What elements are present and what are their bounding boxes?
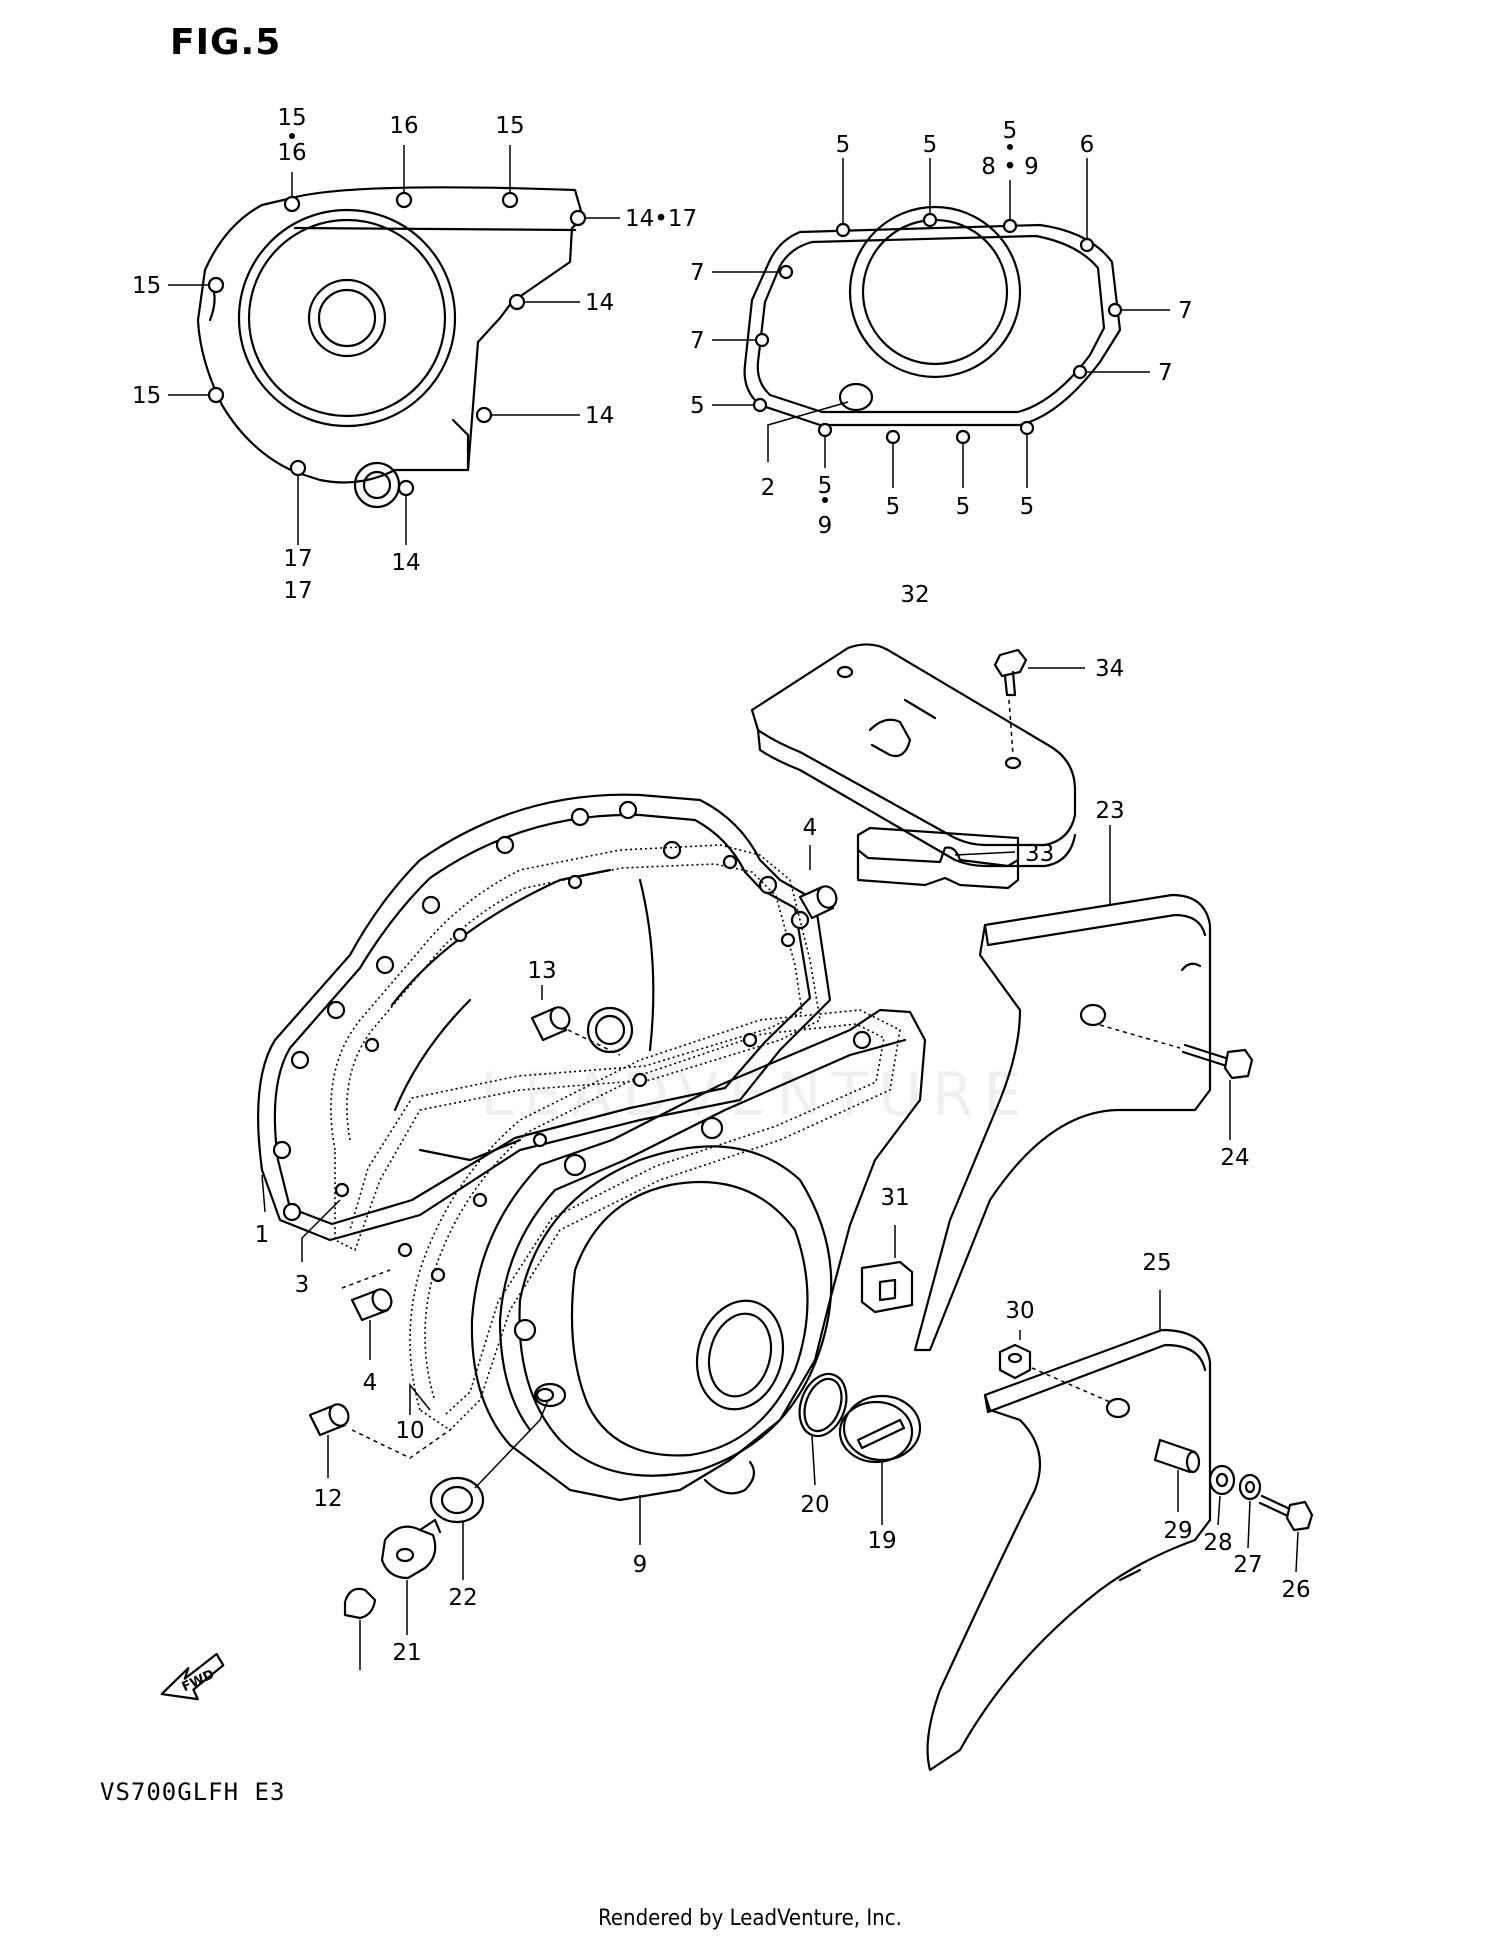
fwd-arrow-icon: FWD: [160, 1652, 225, 1701]
grommet-29: [998, 1330, 1111, 1403]
callout: 8 • 9: [981, 154, 1038, 180]
spacer-28: [1153, 1438, 1201, 1512]
callout: 27: [1233, 1552, 1262, 1578]
callout: 15: [495, 113, 524, 139]
callout: 5: [1020, 494, 1035, 520]
callout: 32: [900, 582, 929, 608]
callout: 19: [867, 1528, 896, 1554]
callout: 26: [1281, 1577, 1310, 1603]
dowel-pin-4-upper: [798, 845, 838, 920]
callout: 15: [132, 273, 161, 299]
callout: 24: [1220, 1145, 1249, 1171]
clutch-cover-bolt-layout: [712, 144, 1170, 503]
callout: 17: [283, 578, 312, 604]
callout: 22: [448, 1585, 477, 1611]
callout: 16: [389, 113, 418, 139]
model-code: VS700GLFH E3: [100, 1778, 286, 1806]
callout: 14•17: [625, 206, 697, 232]
grommet-30: [860, 1225, 914, 1314]
callout: 13: [527, 958, 556, 984]
callout: 33: [1025, 841, 1054, 867]
frame-cover-22: [913, 825, 1212, 1352]
callout: 4: [803, 815, 818, 841]
plug-34: [343, 1587, 377, 1670]
screw-33: [993, 648, 1085, 756]
figure-title: FIG.5: [170, 22, 282, 63]
callout: 7: [690, 328, 705, 354]
callout: 9: [818, 513, 833, 539]
callout: 29: [1163, 1518, 1192, 1544]
frame-cover-31: [750, 643, 1077, 868]
callout: 20: [800, 1492, 829, 1518]
washer-26: [1238, 1473, 1262, 1549]
callout: 14: [391, 550, 420, 576]
plug-cap-18: [838, 1394, 922, 1525]
callout: 5: [956, 494, 971, 520]
callout: 6: [1080, 132, 1095, 158]
callout-labels: 15 16 16 15 14•17 14 14 15 15 17 17 14 5…: [132, 105, 1311, 1666]
callout: 30: [1005, 1298, 1034, 1324]
callout: 5: [923, 132, 938, 158]
callout: 17: [283, 546, 312, 572]
callout: 31: [880, 1185, 909, 1211]
callout: 15: [277, 105, 306, 131]
gasket-11: [409, 1009, 901, 1432]
callout: 5: [818, 473, 833, 499]
footer-credit: Rendered by LeadVenture, Inc.: [598, 1906, 902, 1931]
callout: 2: [761, 475, 776, 501]
callout: 12: [313, 1486, 342, 1512]
callout: 7: [690, 260, 705, 286]
callout: 5: [1003, 118, 1018, 144]
crankcase-cover-1: [257, 793, 832, 1242]
dowel-pin-13: [530, 985, 621, 1056]
callout: 21: [392, 1640, 421, 1666]
magneto-cover-10: [470, 1008, 927, 1545]
cushion-32: [856, 826, 1020, 890]
callout: 5: [836, 132, 851, 158]
callout: 1: [255, 1222, 270, 1248]
oil-level-window-21: [429, 1399, 549, 1580]
callout: 3: [295, 1272, 310, 1298]
drain-plug-20: [380, 1518, 442, 1635]
callout: 5: [690, 393, 705, 419]
gasket-3: [301, 844, 821, 1262]
callout: 5: [886, 494, 901, 520]
callout: 34: [1095, 656, 1124, 682]
callout: 16: [277, 140, 306, 166]
callout: 9: [633, 1552, 648, 1578]
callout: 7: [1158, 360, 1173, 386]
bolt-25: [1258, 1494, 1314, 1573]
callout: 4: [363, 1370, 378, 1396]
callout: 25: [1142, 1250, 1171, 1276]
callout: 28: [1203, 1530, 1232, 1556]
callout: 10: [395, 1418, 424, 1444]
generator-cover-bolt-layout: [168, 133, 620, 545]
callout: 7: [1178, 298, 1193, 324]
callout: 15: [132, 383, 161, 409]
washer-27: [1208, 1464, 1236, 1526]
callout: 14: [585, 403, 614, 429]
callout: 14: [585, 290, 614, 316]
bolt-23: [1099, 1024, 1254, 1140]
o-ring-19: [798, 1372, 848, 1486]
frame-cover-24: [926, 1290, 1212, 1772]
dowel-pin-4-lower: [341, 1269, 393, 1360]
dowel-pin-12: [308, 1403, 451, 1478]
callout: 23: [1095, 798, 1124, 824]
